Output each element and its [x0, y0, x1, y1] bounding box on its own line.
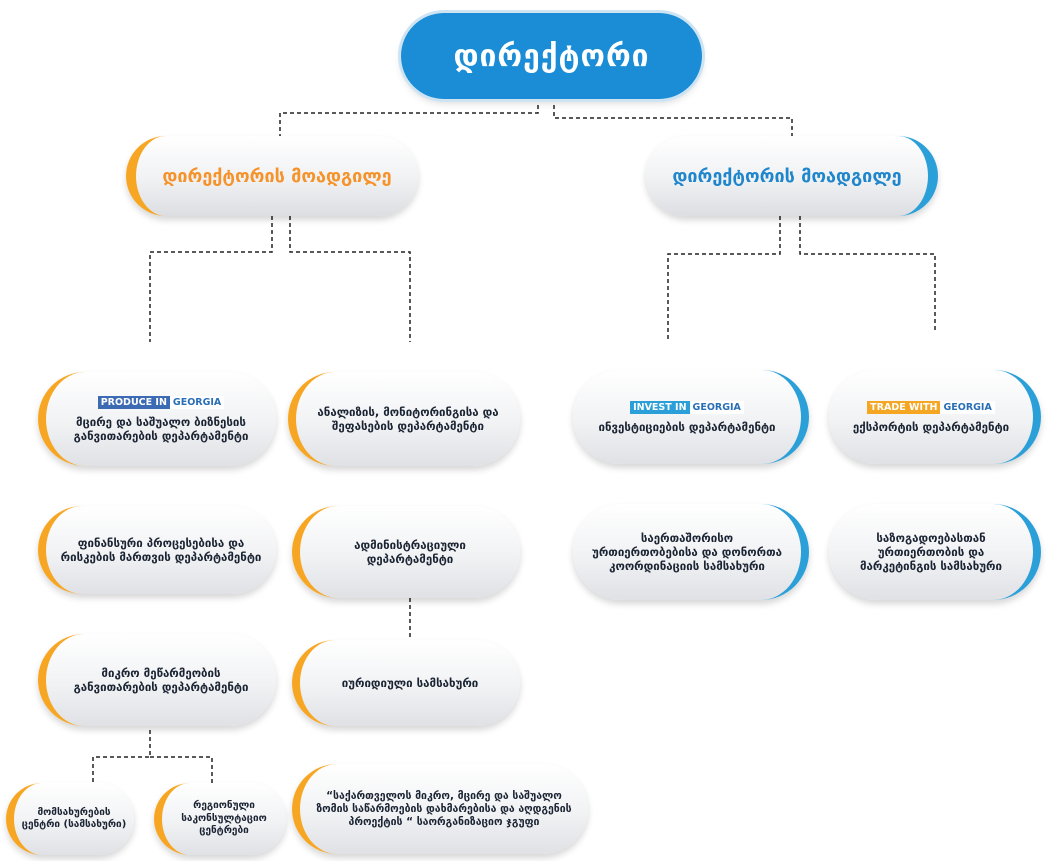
investment-department-label: ინვესტიციების დეპარტამენტი — [598, 419, 776, 434]
export-department-label: ექსპორტის დეპარტამენტი — [852, 419, 1010, 434]
director-title: დირექტორი — [453, 38, 650, 74]
regional-consulting-centers-label: რეგიონული საკონსულტაციო ცენტრები — [181, 800, 267, 837]
produce-logo-country: GEORGIA — [169, 395, 225, 409]
international-relations-box: საერთაშორისო ურთიერთობებისა და დონორთა კ… — [573, 504, 809, 600]
finance-risk-department-box: ფინანსური პროცესებისა და რისკების მართვი… — [38, 506, 276, 594]
deputy-director-left: დირექტორის მოადგილე — [126, 136, 418, 216]
sme-department-label: მცირე და საშუალო ბიზნესის განვითარების დ… — [73, 414, 249, 443]
service-center-box: მომსახურების ცენტრი (სამსახური) — [6, 783, 134, 855]
micro-entrepreneurship-department-label: მიკრო მეწარმეობის განვითარების დეპარტამე… — [73, 666, 249, 694]
legal-service-box: იურიდიული სამსახური — [292, 640, 520, 726]
investment-department-box: INVEST IN GEORGIA ინვესტიციების დეპარტამ… — [573, 370, 809, 464]
international-relations-label: საერთაშორისო ურთიერთობებისა და დონორთა კ… — [592, 531, 782, 573]
invest-in-georgia-logo: INVEST IN GEORGIA — [630, 400, 744, 414]
deputy-director-right: დირექტორის მოადგილე — [646, 136, 938, 216]
sme-department-box: PRODUCE IN GEORGIA მცირე და საშუალო ბიზნ… — [38, 372, 276, 466]
recovery-project-group-label: “საქართველოს მიკრო, მცირე და საშუალო ზომ… — [316, 789, 572, 828]
produce-logo-word: PRODUCE IN — [97, 395, 170, 409]
produce-in-georgia-logo: PRODUCE IN GEORGIA — [97, 395, 225, 409]
director-box: დირექტორი — [401, 13, 702, 99]
public-relations-marketing-label: საზოგადოებასთან ურთიერთობის და მარკეტინგ… — [859, 531, 1002, 573]
deputy-left-title: დირექტორის მოადგილე — [162, 165, 392, 187]
trade-with-georgia-logo: TRADE WITH GEORGIA — [867, 400, 995, 414]
trade-logo-word: TRADE WITH — [867, 400, 941, 414]
public-relations-marketing-box: საზოგადოებასთან ურთიერთობის და მარკეტინგ… — [829, 504, 1041, 600]
micro-entrepreneurship-department-box: მიკრო მეწარმეობის განვითარების დეპარტამე… — [38, 634, 276, 726]
trade-logo-country: GEORGIA — [940, 400, 995, 414]
regional-consulting-centers-box: რეგიონული საკონსულტაციო ცენტრები — [154, 783, 286, 855]
finance-risk-department-label: ფინანსური პროცესებისა და რისკების მართვი… — [60, 536, 262, 564]
analysis-monitoring-department-label: ანალიზის, მონიტორინგისა და შეფასების დეპ… — [317, 405, 499, 433]
recovery-project-group-box: “საქართველოს მიკრო, მცირე და საშუალო ზომ… — [292, 764, 588, 854]
deputy-right-title: დირექტორის მოადგილე — [672, 165, 902, 187]
legal-service-label: იურიდიული სამსახური — [341, 676, 479, 690]
export-department-box: TRADE WITH GEORGIA ექსპორტის დეპარტამენტ… — [829, 370, 1041, 464]
analysis-monitoring-department-box: ანალიზის, მონიტორინგისა და შეფასების დეპ… — [288, 372, 520, 466]
service-center-label: მომსახურების ცენტრი (სამსახური) — [21, 806, 127, 831]
administrative-department-label: ადმინისტრაციული დეპარტამენტი — [354, 538, 466, 566]
invest-logo-country: GEORGIA — [689, 400, 744, 414]
invest-logo-word: INVEST IN — [630, 400, 690, 414]
administrative-department-box: ადმინისტრაციული დეპარტამენტი — [292, 506, 520, 598]
